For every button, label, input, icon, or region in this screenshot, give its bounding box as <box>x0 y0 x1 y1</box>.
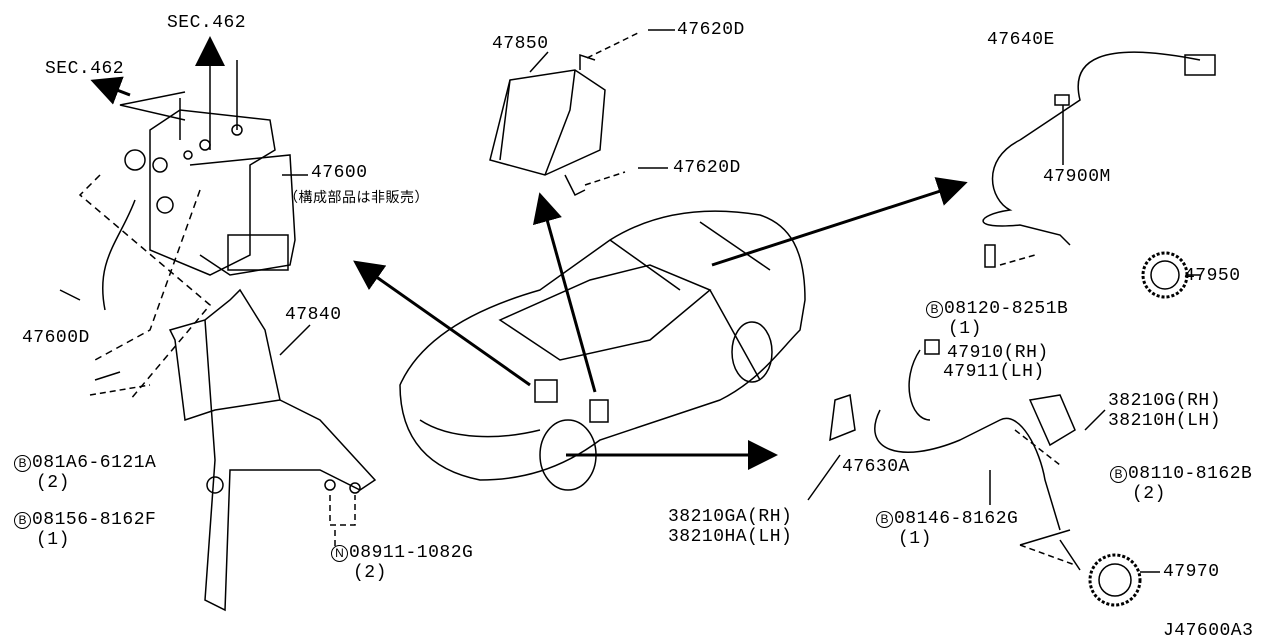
b-symbol-icon: B <box>926 301 943 318</box>
label-38210ha: 38210HA(LH) <box>668 527 793 547</box>
rear-sensor-drawing <box>982 51 1216 299</box>
label-47620d-top: 47620D <box>677 20 745 40</box>
fastener-part-number: 08911-1082G <box>349 543 474 563</box>
label-47950: 47950 <box>1184 266 1241 286</box>
pointer-arrows <box>90 36 968 470</box>
control-unit-drawing <box>489 29 675 197</box>
label-47600-note: （構成部品は非販売） <box>284 190 429 206</box>
label-38210g: 38210G(RH) <box>1108 391 1222 411</box>
b-symbol-icon: B <box>14 512 31 529</box>
fastener-part-number: 08146-8162G <box>894 509 1019 529</box>
label-47840: 47840 <box>285 305 342 325</box>
label-47640e: 47640E <box>987 30 1055 50</box>
b-symbol-icon: B <box>1110 466 1127 483</box>
fastener-part-number: 08156-8162F <box>32 510 157 530</box>
n-symbol-icon: N <box>331 545 348 562</box>
fastener-part-number: 08110-8162B <box>1128 464 1253 484</box>
abs-actuator-drawing <box>78 60 308 401</box>
b-symbol-icon: B <box>14 455 31 472</box>
label-sec-462-left: SEC.462 <box>45 59 125 79</box>
label-47900m: 47900M <box>1043 167 1111 187</box>
label-38210ga: 38210GA(RH) <box>668 507 793 527</box>
bracket-drawing <box>59 288 377 612</box>
fastener-part-number: 08120-8251B <box>944 299 1069 319</box>
fastener-qty: (1) <box>36 530 70 550</box>
front-sensor-drawing <box>807 339 1160 607</box>
diagram-code: J47600A3 <box>1163 621 1254 640</box>
label-47630a: 47630A <box>842 457 910 477</box>
fastener-qty: (1) <box>948 319 982 339</box>
label-47620d-bottom: 47620D <box>673 158 741 178</box>
label-47850: 47850 <box>492 34 549 54</box>
b-symbol-icon: B <box>876 511 893 528</box>
label-47600: 47600 <box>311 163 368 183</box>
fastener-qty: (1) <box>898 529 932 549</box>
label-sec-462-top: SEC.462 <box>167 13 247 33</box>
label-38210h: 38210H(LH) <box>1108 411 1222 431</box>
label-47911: 47911(LH) <box>943 362 1045 382</box>
label-47600d: 47600D <box>22 328 90 348</box>
label-47970: 47970 <box>1163 562 1220 582</box>
fastener-qty: (2) <box>353 563 387 583</box>
fastener-part-number: 081A6-6121A <box>32 453 157 473</box>
fastener-qty: (2) <box>36 473 70 493</box>
label-47910: 47910(RH) <box>947 343 1049 363</box>
fastener-qty: (2) <box>1132 484 1166 504</box>
